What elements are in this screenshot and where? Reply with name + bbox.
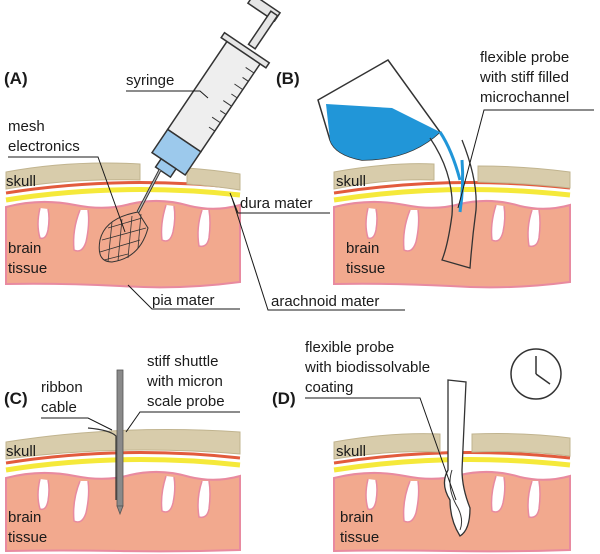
sulcus bbox=[527, 209, 541, 248]
coated-probe-icon bbox=[443, 379, 471, 537]
sulcus bbox=[365, 207, 378, 240]
brain-label-a-1: brain bbox=[8, 240, 41, 257]
shuttle-label-3: scale probe bbox=[147, 393, 225, 410]
panel-d-letter: (D) bbox=[272, 389, 296, 408]
sulcus bbox=[490, 475, 506, 513]
brain-label-d-2: tissue bbox=[340, 529, 379, 546]
skull-a-right bbox=[186, 167, 241, 191]
brain-label-c-2: tissue bbox=[8, 529, 47, 546]
syringe-icon bbox=[136, 0, 282, 213]
brain-label-d-1: brain bbox=[340, 509, 373, 526]
probe-b-label-3: microchannel bbox=[480, 89, 569, 106]
sulcus bbox=[160, 204, 176, 242]
dura-label: dura mater bbox=[240, 195, 313, 212]
brain-label-b-1: brain bbox=[346, 240, 379, 257]
mesh-label-1: mesh bbox=[8, 118, 45, 135]
panel-c-letter: (C) bbox=[4, 389, 28, 408]
sulcus bbox=[197, 480, 211, 519]
syringe-leader bbox=[126, 90, 209, 99]
brain-label-c-1: brain bbox=[8, 509, 41, 526]
brain-tissue-b bbox=[333, 200, 571, 289]
pia-leader bbox=[127, 284, 240, 310]
skull-label-b: skull bbox=[336, 173, 366, 190]
shuttle-label-2: with micron bbox=[146, 373, 223, 390]
arachnoid-layer-a bbox=[5, 187, 241, 203]
skull-d bbox=[333, 433, 441, 460]
sulcus bbox=[160, 475, 176, 513]
panel-c: (C) skull brain tissue ribbon cable stif… bbox=[4, 353, 241, 553]
skull-label-a: skull bbox=[6, 173, 36, 190]
probe-d-leader bbox=[305, 397, 457, 501]
skull-a bbox=[5, 162, 141, 190]
brain-label-a-2: tissue bbox=[8, 260, 47, 277]
panel-d: (D) skull brain tissue flexible probe wi… bbox=[272, 339, 571, 553]
sulcus bbox=[527, 480, 541, 519]
sulcus bbox=[37, 207, 50, 240]
sulcus bbox=[365, 478, 378, 511]
sulcus bbox=[402, 480, 420, 523]
sulcus bbox=[490, 204, 506, 242]
skull-label-c: skull bbox=[6, 443, 36, 460]
arachnoid-leader bbox=[231, 197, 405, 311]
brain-tissue-c bbox=[5, 471, 241, 553]
panel-b: (B) skull brain tissue flexible probe wi… bbox=[276, 49, 594, 289]
sulcus bbox=[72, 480, 90, 523]
syringe-label: syringe bbox=[126, 72, 174, 89]
probe-b-leader bbox=[457, 109, 594, 209]
skull-d-right bbox=[471, 433, 571, 457]
ribbon-label-2: cable bbox=[41, 399, 77, 416]
skull-b bbox=[333, 163, 435, 190]
sulcus bbox=[402, 209, 420, 252]
flexible-probe-b bbox=[429, 137, 477, 269]
probe-d-label-3: coating bbox=[305, 379, 353, 396]
sulcus bbox=[72, 209, 90, 252]
probe-d-label-2: with biodissolvable bbox=[304, 359, 430, 376]
pia-label: pia mater bbox=[152, 292, 215, 309]
probe-b-label-1: flexible probe bbox=[480, 49, 569, 66]
mesh-label-2: electronics bbox=[8, 138, 80, 155]
ribbon-label-1: ribbon bbox=[41, 379, 83, 396]
panel-a: (A) skull brain tissue bbox=[4, 0, 282, 310]
shuttle-icon bbox=[87, 369, 124, 516]
probe-b-label-2: with stiff filled bbox=[479, 69, 569, 86]
sulcus bbox=[197, 209, 211, 248]
shuttle-leader bbox=[125, 411, 240, 433]
ribbon-leader bbox=[41, 417, 113, 431]
brain-label-b-2: tissue bbox=[346, 260, 385, 277]
shuttle-label-1: stiff shuttle bbox=[147, 353, 218, 370]
beaker-icon bbox=[317, 59, 462, 181]
mesh-leader bbox=[8, 156, 126, 233]
panel-a-letter: (A) bbox=[4, 69, 28, 88]
clock-icon bbox=[510, 348, 562, 400]
skull-b-right bbox=[477, 165, 571, 189]
mesh-electronics-icon bbox=[98, 211, 149, 263]
arachnoid-label: arachnoid mater bbox=[271, 293, 379, 310]
skull-label-d: skull bbox=[336, 443, 366, 460]
sulcus bbox=[37, 478, 50, 511]
panel-b-letter: (B) bbox=[276, 69, 300, 88]
probe-d-label-1: flexible probe bbox=[305, 339, 394, 356]
